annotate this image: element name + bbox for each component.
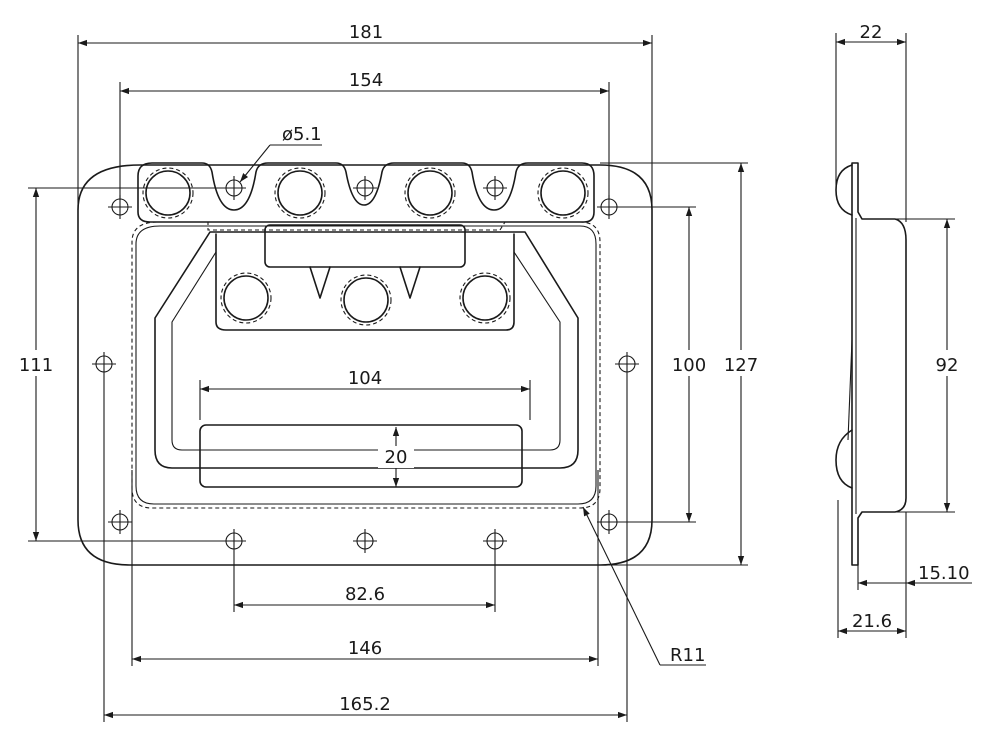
dim-corner-radius-label: R11 bbox=[670, 645, 705, 666]
dim-hole-spacing-bottom-label: 82.6 bbox=[345, 584, 385, 605]
dim-overall-height-right: 127 bbox=[600, 162, 762, 566]
side-handle-top bbox=[835, 164, 853, 216]
dim-hole-vertical-label: 100 bbox=[672, 355, 706, 376]
dim-overall-height-left-label: 111 bbox=[19, 355, 53, 376]
dim-hole-span-top-label: 154 bbox=[349, 70, 383, 91]
side-handle-shaft bbox=[847, 339, 853, 441]
recess-dashed-outline bbox=[131, 221, 601, 509]
hinge-block bbox=[264, 224, 466, 268]
hinge-plate bbox=[215, 233, 515, 331]
dim-side-total-label: 21.6 bbox=[852, 611, 892, 632]
dim-side-height-label: 92 bbox=[936, 355, 959, 376]
dim-side-depth: 22 bbox=[835, 22, 907, 222]
dim-mount-width-label: 165.2 bbox=[339, 694, 391, 715]
dim-hole-diameter-label: ø5.1 bbox=[282, 124, 322, 145]
v-notch-left bbox=[309, 266, 331, 299]
dim-mount-width: 165.2 bbox=[103, 376, 628, 722]
dim-hole-diameter: ø5.1 bbox=[239, 124, 322, 183]
dim-hole-span-top: 154 bbox=[119, 70, 610, 200]
dim-overall-width-label: 181 bbox=[349, 22, 383, 43]
dim-side-offset-label: 15.10 bbox=[918, 563, 970, 584]
dim-recess-width-label: 146 bbox=[348, 638, 382, 659]
top-tab-outline bbox=[137, 162, 595, 223]
dim-recess-width: 146 bbox=[131, 470, 599, 666]
dim-overall-height-right-label: 127 bbox=[724, 355, 758, 376]
side-view: 22 92 15.10 21.6 bbox=[835, 22, 972, 638]
side-handle-bottom bbox=[835, 429, 853, 489]
side-profile bbox=[851, 162, 907, 566]
recess-outline bbox=[135, 225, 597, 505]
dim-corner-radius: R11 bbox=[582, 506, 706, 666]
dim-grip-width: 104 bbox=[199, 368, 531, 420]
dim-grip-height-label: 20 bbox=[385, 447, 408, 468]
front-view: 181 154 ø5.1 111 104 bbox=[14, 22, 762, 722]
grip-bar bbox=[199, 424, 523, 488]
dim-side-offset: 15.10 bbox=[857, 563, 972, 590]
handle-frame-inner bbox=[171, 251, 561, 451]
v-notch-right bbox=[399, 266, 421, 299]
dim-side-height: 92 bbox=[895, 218, 966, 513]
handle-frame bbox=[154, 231, 579, 469]
dim-grip-height: 20 bbox=[378, 427, 414, 487]
dim-grip-width-label: 104 bbox=[348, 368, 382, 389]
top-large-holes bbox=[142, 167, 589, 219]
dim-hole-spacing-bottom: 82.6 bbox=[233, 553, 496, 612]
dim-side-total: 21.6 bbox=[837, 500, 907, 638]
dim-hole-vertical: 100 bbox=[609, 206, 710, 523]
mounting-holes bbox=[92, 176, 639, 553]
hinge-holes bbox=[220, 272, 511, 326]
dim-side-depth-label: 22 bbox=[860, 22, 883, 43]
dim-overall-height-left: 111 bbox=[14, 187, 234, 542]
dim-overall-width: 181 bbox=[77, 22, 653, 210]
